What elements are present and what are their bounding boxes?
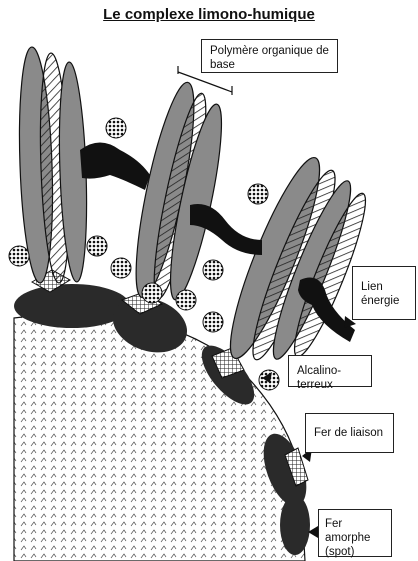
label-fer-amorphe-line2: (spot) — [325, 545, 385, 559]
label-alcalino-terreux: Alcalino-terreux — [288, 355, 372, 387]
polymer-group-1 — [16, 47, 90, 284]
label-fer-liaison: Fer de liaison — [305, 413, 394, 453]
label-polymere: Polymère organique de base — [201, 39, 338, 73]
label-fer-amorphe: Fer amorphe (spot) — [318, 509, 392, 557]
label-lien-energie: Lien énergie — [352, 266, 416, 320]
label-fer-amorphe-line1: Fer amorphe — [325, 517, 385, 545]
